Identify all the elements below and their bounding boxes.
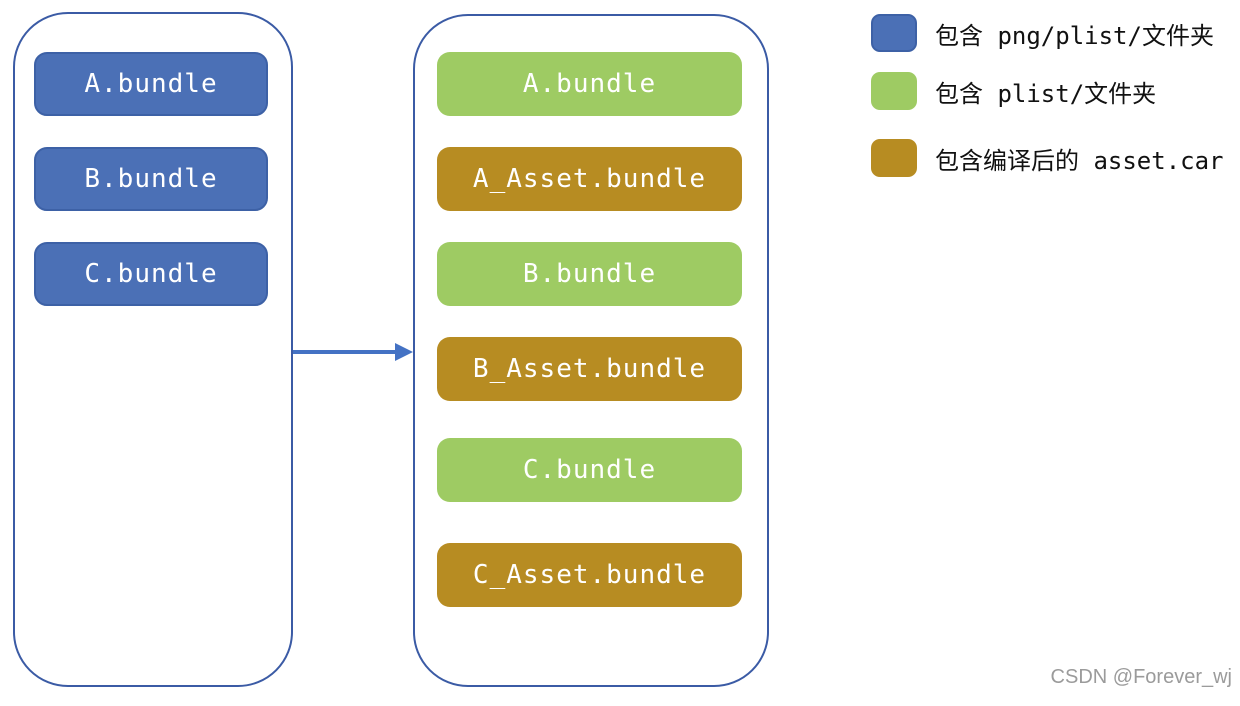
source-bundle-c: C.bundle [34,242,268,306]
legend-label: 包含编译后的 asset.car [935,146,1224,175]
output-bundle-b-asset: B_Asset.bundle [437,337,742,401]
output-bundle-b: B.bundle [437,242,742,306]
legend-item-blue: 包含 png/plist/文件夹 [871,14,1214,52]
source-bundles-container [13,12,293,687]
output-bundle-c: C.bundle [437,438,742,502]
source-bundle-a: A.bundle [34,52,268,116]
legend-swatch-gold-icon [871,139,917,177]
legend-item-green: 包含 plist/文件夹 [871,72,1156,110]
legend-item-gold: 包含编译后的 asset.car [871,139,1224,177]
watermark: CSDN @Forever_wj [1050,666,1232,688]
right-arrow-icon [293,343,413,361]
legend-swatch-green-icon [871,72,917,110]
output-bundle-a: A.bundle [437,52,742,116]
source-bundle-b: B.bundle [34,147,268,211]
legend-label: 包含 plist/文件夹 [935,79,1157,108]
legend-label: 包含 png/plist/文件夹 [935,21,1214,50]
arrow-head [395,343,413,361]
legend-swatch-blue-icon [871,14,917,52]
output-bundle-c-asset: C_Asset.bundle [437,543,742,607]
output-bundle-a-asset: A_Asset.bundle [437,147,742,211]
